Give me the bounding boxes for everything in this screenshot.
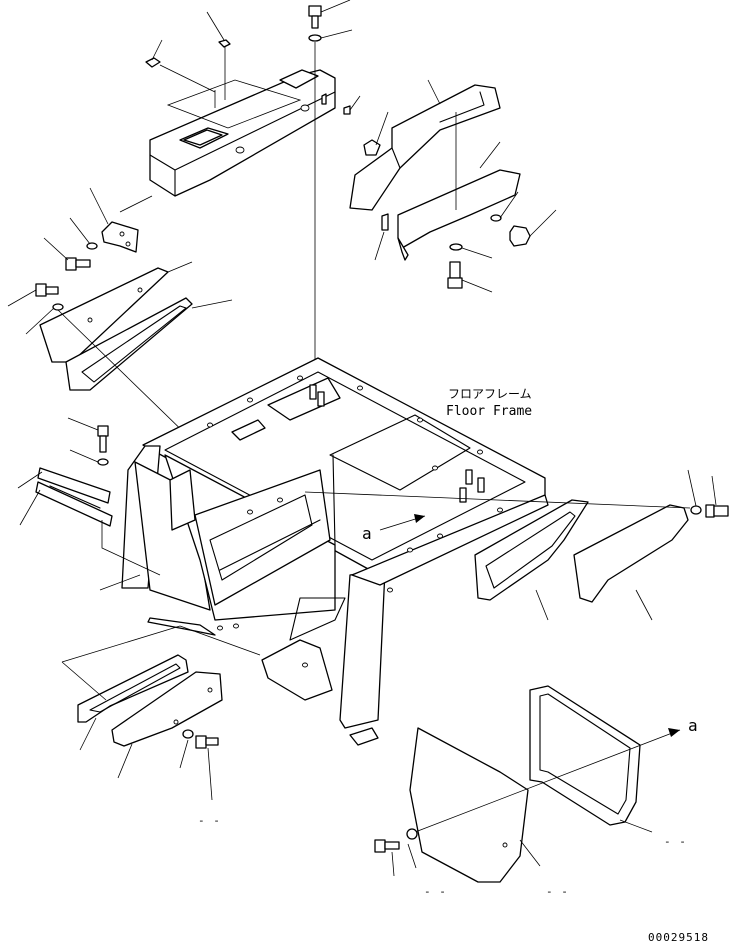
bolt-right-1 — [447, 261, 463, 289]
lower-cover-plate — [111, 671, 223, 747]
mount-bracket — [101, 221, 139, 253]
dash-label-3: - - — [424, 885, 447, 898]
dash-label-2: - - — [664, 835, 687, 848]
side-cover-plate — [39, 267, 169, 363]
rear-gasket — [529, 685, 641, 826]
right-gasket — [474, 499, 589, 601]
frame-holes — [207, 375, 503, 668]
knob — [509, 225, 531, 247]
bolt-lower-right — [374, 839, 400, 853]
floor-frame-label-jp: フロアフレーム — [448, 387, 532, 401]
floor-frame — [121, 357, 549, 729]
dash-label-1: - - — [198, 814, 221, 827]
bolt-left-2 — [35, 283, 59, 297]
view-arrow-label-inner: a — [362, 524, 372, 543]
console-cover — [149, 69, 336, 197]
floor-frame-label-en: Floor Frame — [446, 404, 533, 419]
right-cover-plate — [573, 504, 689, 603]
bolt-lower-left — [195, 735, 219, 749]
bolt-left-1 — [65, 257, 91, 271]
side-gasket — [65, 297, 193, 391]
drawing-number: 00029518 — [648, 931, 709, 944]
bolt-right-2 — [705, 504, 729, 518]
frame-pins — [309, 384, 485, 503]
left-strip-plates — [35, 467, 113, 527]
lower-gasket — [77, 654, 189, 723]
right-side-cover — [349, 84, 521, 261]
top-bolt — [308, 5, 322, 42]
left-bolt-stack — [97, 425, 109, 466]
rear-cover-plate — [409, 727, 529, 883]
view-arrow-label-outer: a — [688, 716, 698, 735]
dash-label-4: - - — [546, 885, 569, 898]
